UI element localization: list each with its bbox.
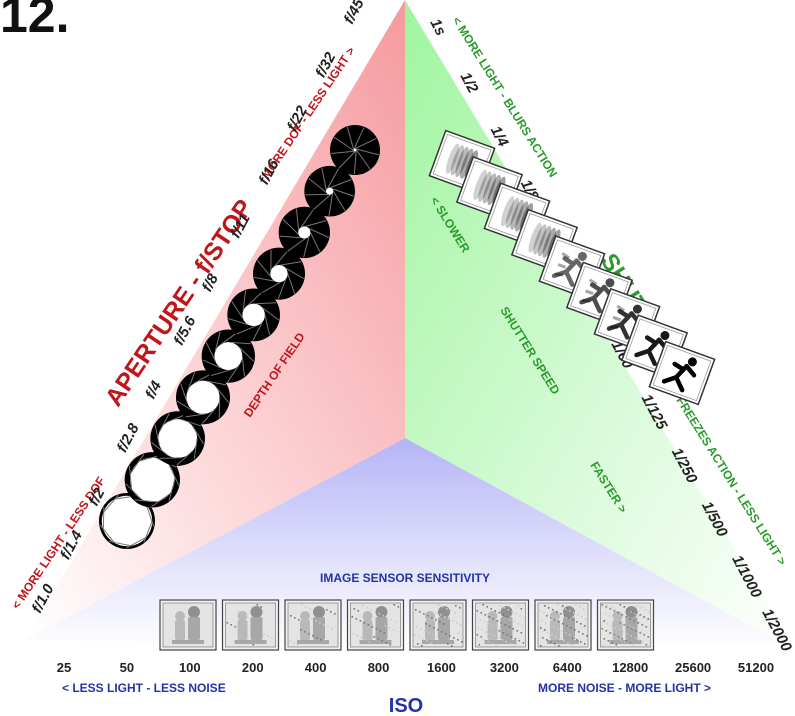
- iso-sample-image: [471, 599, 530, 651]
- iso-sample-image: [346, 599, 405, 651]
- shutter-motion-icon: [648, 340, 716, 406]
- iso-sample-image: [159, 599, 217, 651]
- iso-sector: [25, 438, 795, 650]
- iso-right-note: MORE NOISE - MORE LIGHT >: [538, 681, 711, 695]
- iso-sample-image: [596, 599, 655, 651]
- iso-value-label: 25: [57, 660, 71, 675]
- aperture-stop-label: f/2: [85, 485, 109, 509]
- iso-sample-image: [409, 599, 467, 651]
- iso-title: ISO: [389, 695, 423, 716]
- shutter-speed-label: 1s: [426, 16, 449, 39]
- aperture-diaphragm-icon: [253, 247, 305, 300]
- iso-sensitivity-label: IMAGE SENSOR SENSITIVITY: [320, 571, 490, 585]
- iso-sample-image: [221, 599, 280, 651]
- iso-value-label: 800: [368, 660, 390, 675]
- aperture-diaphragm-icon: [227, 288, 280, 342]
- aperture-sector: [25, 0, 405, 640]
- iso-value-label: 25600: [675, 660, 711, 675]
- aperture-stop-label: f/4: [142, 378, 166, 402]
- aperture-diaphragm-icons: [99, 125, 380, 549]
- iso-value-label: 200: [242, 660, 264, 675]
- iso-value-label: 12800: [612, 660, 648, 675]
- aperture-diaphragm-icon: [304, 165, 355, 217]
- iso-value-label: 1600: [427, 660, 456, 675]
- iso-value-label: 100: [179, 660, 201, 675]
- aperture-diaphragm-icon: [330, 125, 380, 175]
- question-number: 12.: [0, 0, 70, 43]
- iso-value-label: 6400: [553, 660, 582, 675]
- aperture-diaphragm-icon: [201, 329, 255, 383]
- iso-sample-images: [159, 599, 655, 651]
- aperture-diaphragm-icon: [150, 411, 206, 466]
- aperture-diaphragm-icon: [278, 206, 331, 259]
- aperture-diaphragm-icon: [99, 493, 155, 549]
- aperture-stop-label: f/45: [341, 0, 368, 27]
- aperture-stop-label: f/8: [199, 271, 223, 295]
- iso-value-label: 50: [120, 660, 134, 675]
- iso-value-labels: 25 50 100 200 400 800 1600 3200 6400 12800 25600 51…: [57, 660, 774, 675]
- iso-value-label: 3200: [490, 660, 519, 675]
- iso-value-label: 400: [305, 660, 327, 675]
- iso-sample-image: [534, 599, 592, 651]
- iso-sample-image: [284, 599, 342, 651]
- shutter-motion-icons: [428, 129, 716, 406]
- iso-value-label: 51200: [738, 660, 774, 675]
- iso-left-note: < LESS LIGHT - LESS NOISE: [62, 681, 226, 695]
